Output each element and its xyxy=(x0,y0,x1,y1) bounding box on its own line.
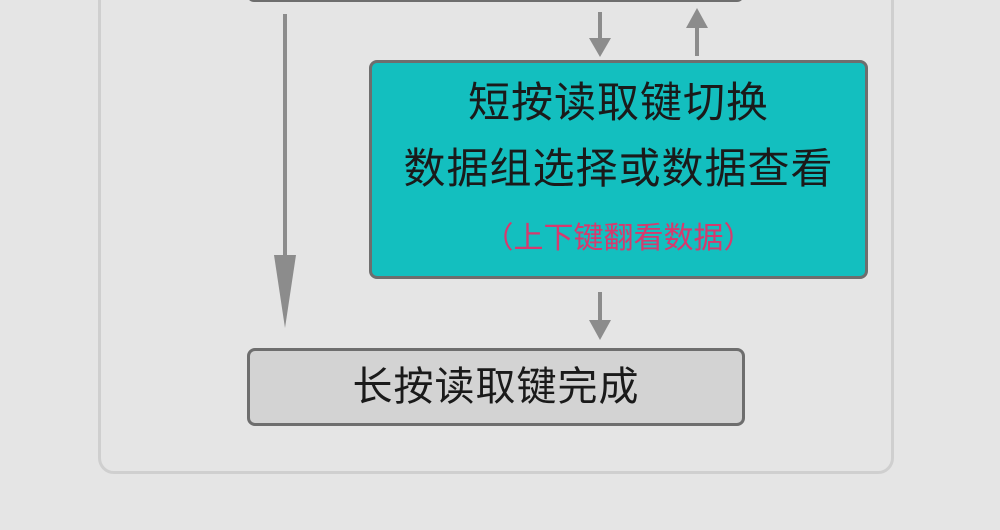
finish-step-label: 长按读取键完成 xyxy=(352,364,640,410)
long-down-arrow xyxy=(274,14,296,328)
step-line-short-press: 短按读取键切换 xyxy=(467,78,769,127)
finish-step-box: 长按读取键完成 xyxy=(247,348,745,426)
step-line-data-selection: 数据组选择或数据查看 xyxy=(403,144,834,193)
data-view-step-box: 短按读取键切换 数据组选择或数据查看 （上下键翻看数据） xyxy=(369,60,868,279)
down-arrow-to-teal xyxy=(589,12,611,57)
down-arrow-to-bottom xyxy=(589,292,611,340)
up-arrow-from-teal xyxy=(686,8,708,56)
step-note: （上下键翻看数据） xyxy=(483,221,754,256)
outer-frame xyxy=(98,0,894,474)
